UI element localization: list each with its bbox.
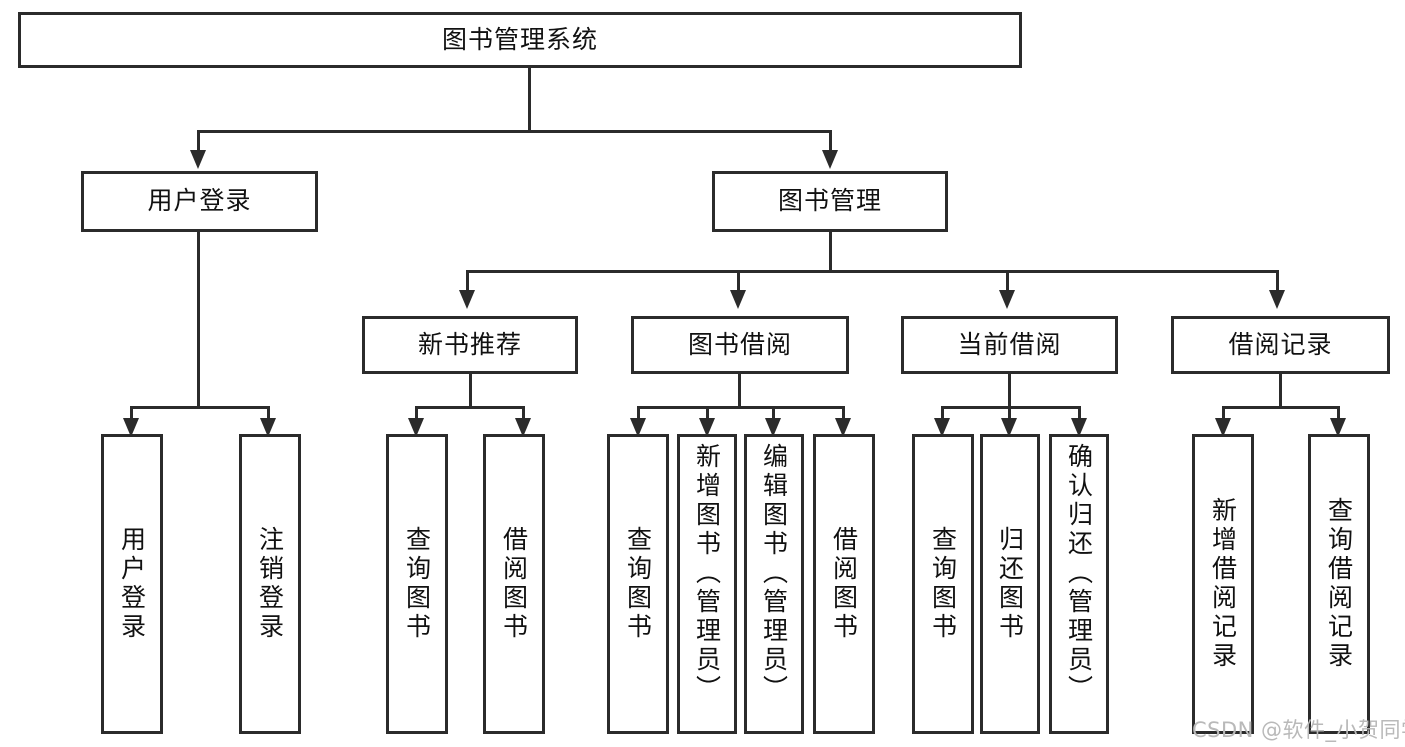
arrowhead-borrow-record xyxy=(1269,290,1285,309)
connector-drop-leaf-query-book-1 xyxy=(415,406,418,420)
arrowhead-leaf-borrow-book-2 xyxy=(835,418,851,437)
connector-book-management-stem xyxy=(829,232,832,270)
arrowhead-leaf-add-record xyxy=(1215,418,1231,437)
arrowhead-current-borrow xyxy=(999,290,1015,309)
connector-root-stem xyxy=(528,68,531,130)
leaf-node-borrow-book-borrow[interactable]: 借阅图书 xyxy=(813,434,875,734)
arrowhead-leaf-query-book-1 xyxy=(408,418,424,437)
arrowhead-leaf-query-book-3 xyxy=(934,418,950,437)
node-label: 查询图书 xyxy=(928,526,958,642)
connector-user-login-leaf-bus xyxy=(130,406,270,409)
connector-drop-leaf-confirm-return xyxy=(1078,406,1081,420)
node-label: 新增图书（管理员） xyxy=(692,443,722,704)
connector-drop-leaf-add-record xyxy=(1222,406,1225,420)
node-label: 归还图书 xyxy=(995,526,1025,642)
connector-borrow-record-stem xyxy=(1279,374,1282,406)
node-label: 图书管理系统 xyxy=(441,24,598,54)
arrowhead-leaf-confirm-return xyxy=(1071,418,1087,437)
node-book-borrow[interactable]: 图书借阅 xyxy=(631,316,849,374)
arrowhead-leaf-logout xyxy=(260,418,276,437)
leaf-node-borrow-book-recommend[interactable]: 借阅图书 xyxy=(483,434,545,734)
leaf-node-logout[interactable]: 注销登录 xyxy=(239,434,301,734)
node-label: 新增借阅记录 xyxy=(1208,497,1238,671)
node-label: 编辑图书（管理员） xyxy=(759,443,789,704)
leaf-node-user-login[interactable]: 用户登录 xyxy=(101,434,163,734)
connector-drop-book-borrow xyxy=(737,270,740,292)
connector-drop-leaf-add-book xyxy=(706,406,709,420)
arrowhead-new-book xyxy=(459,290,475,309)
node-label: 借阅记录 xyxy=(1228,329,1333,359)
arrowhead-book-management xyxy=(822,150,838,169)
connector-new-book-leaf-bus xyxy=(415,406,525,409)
connector-current-borrow-stem xyxy=(1008,374,1011,406)
arrowhead-leaf-add-book xyxy=(699,418,715,437)
arrowhead-book-borrow xyxy=(730,290,746,309)
connector-user-login-stem xyxy=(197,232,200,406)
connector-level3-bus xyxy=(466,270,1279,273)
connector-level1-bus xyxy=(197,130,832,133)
node-label: 借阅图书 xyxy=(499,526,529,642)
arrowhead-leaf-return-book xyxy=(1001,418,1017,437)
arrowhead-leaf-user-login xyxy=(123,418,139,437)
connector-drop-leaf-query-book-3 xyxy=(941,406,944,420)
node-label: 新书推荐 xyxy=(417,329,522,359)
node-label: 查询借阅记录 xyxy=(1324,497,1354,671)
node-book-management[interactable]: 图书管理 xyxy=(712,171,948,232)
arrowhead-user-login xyxy=(190,150,206,169)
connector-drop-book-management xyxy=(829,130,832,152)
connector-drop-leaf-borrow-book-2 xyxy=(842,406,845,420)
leaf-node-query-borrow-record[interactable]: 查询借阅记录 xyxy=(1308,434,1370,734)
node-label: 图书管理 xyxy=(777,186,882,216)
connector-drop-leaf-user-login xyxy=(130,406,133,420)
node-label: 用户登录 xyxy=(147,186,252,216)
arrowhead-leaf-edit-book xyxy=(765,418,781,437)
leaf-node-return-book[interactable]: 归还图书 xyxy=(980,434,1040,734)
node-label: 确认归还（管理员） xyxy=(1064,443,1094,704)
connector-drop-new-book xyxy=(466,270,469,292)
leaf-node-edit-book-admin[interactable]: 编辑图书（管理员） xyxy=(744,434,804,734)
connector-drop-current-borrow xyxy=(1006,270,1009,292)
node-label: 当前借阅 xyxy=(957,329,1062,359)
connector-book-borrow-stem xyxy=(738,374,741,406)
node-label: 查询图书 xyxy=(623,526,653,642)
arrowhead-leaf-borrow-book-1 xyxy=(515,418,531,437)
leaf-node-query-book-current[interactable]: 查询图书 xyxy=(912,434,974,734)
node-new-book-recommend[interactable]: 新书推荐 xyxy=(362,316,578,374)
connector-book-borrow-leaf-bus xyxy=(637,406,845,409)
node-user-login[interactable]: 用户登录 xyxy=(81,171,318,232)
connector-drop-borrow-record xyxy=(1276,270,1279,292)
connector-borrow-record-leaf-bus xyxy=(1222,406,1340,409)
node-current-borrow[interactable]: 当前借阅 xyxy=(901,316,1118,374)
connector-drop-leaf-query-book-2 xyxy=(637,406,640,420)
leaf-node-add-borrow-record[interactable]: 新增借阅记录 xyxy=(1192,434,1254,734)
leaf-node-query-book-borrow[interactable]: 查询图书 xyxy=(607,434,669,734)
csdn-watermark: CSDN @软件_小贺同学 xyxy=(1192,718,1405,742)
connector-drop-leaf-logout xyxy=(267,406,270,420)
node-book-management-system[interactable]: 图书管理系统 xyxy=(18,12,1022,68)
connector-current-borrow-leaf-bus xyxy=(941,406,1081,409)
arrowhead-leaf-query-record xyxy=(1330,418,1346,437)
connector-drop-leaf-query-record xyxy=(1337,406,1340,420)
leaf-node-query-book-recommend[interactable]: 查询图书 xyxy=(386,434,448,734)
connector-drop-leaf-return-book xyxy=(1008,406,1011,420)
node-label: 用户登录 xyxy=(117,526,147,642)
connector-drop-leaf-borrow-book-1 xyxy=(522,406,525,420)
arrowhead-leaf-query-book-2 xyxy=(630,418,646,437)
node-borrow-record[interactable]: 借阅记录 xyxy=(1171,316,1390,374)
node-label: 图书借阅 xyxy=(687,329,792,359)
node-label: 查询图书 xyxy=(402,526,432,642)
connector-drop-leaf-edit-book xyxy=(772,406,775,420)
node-label: 借阅图书 xyxy=(829,526,859,642)
node-label: 注销登录 xyxy=(255,526,285,642)
connector-drop-user-login xyxy=(197,130,200,152)
connector-new-book-stem xyxy=(469,374,472,406)
leaf-node-confirm-return-admin[interactable]: 确认归还（管理员） xyxy=(1049,434,1109,734)
leaf-node-add-book-admin[interactable]: 新增图书（管理员） xyxy=(677,434,737,734)
